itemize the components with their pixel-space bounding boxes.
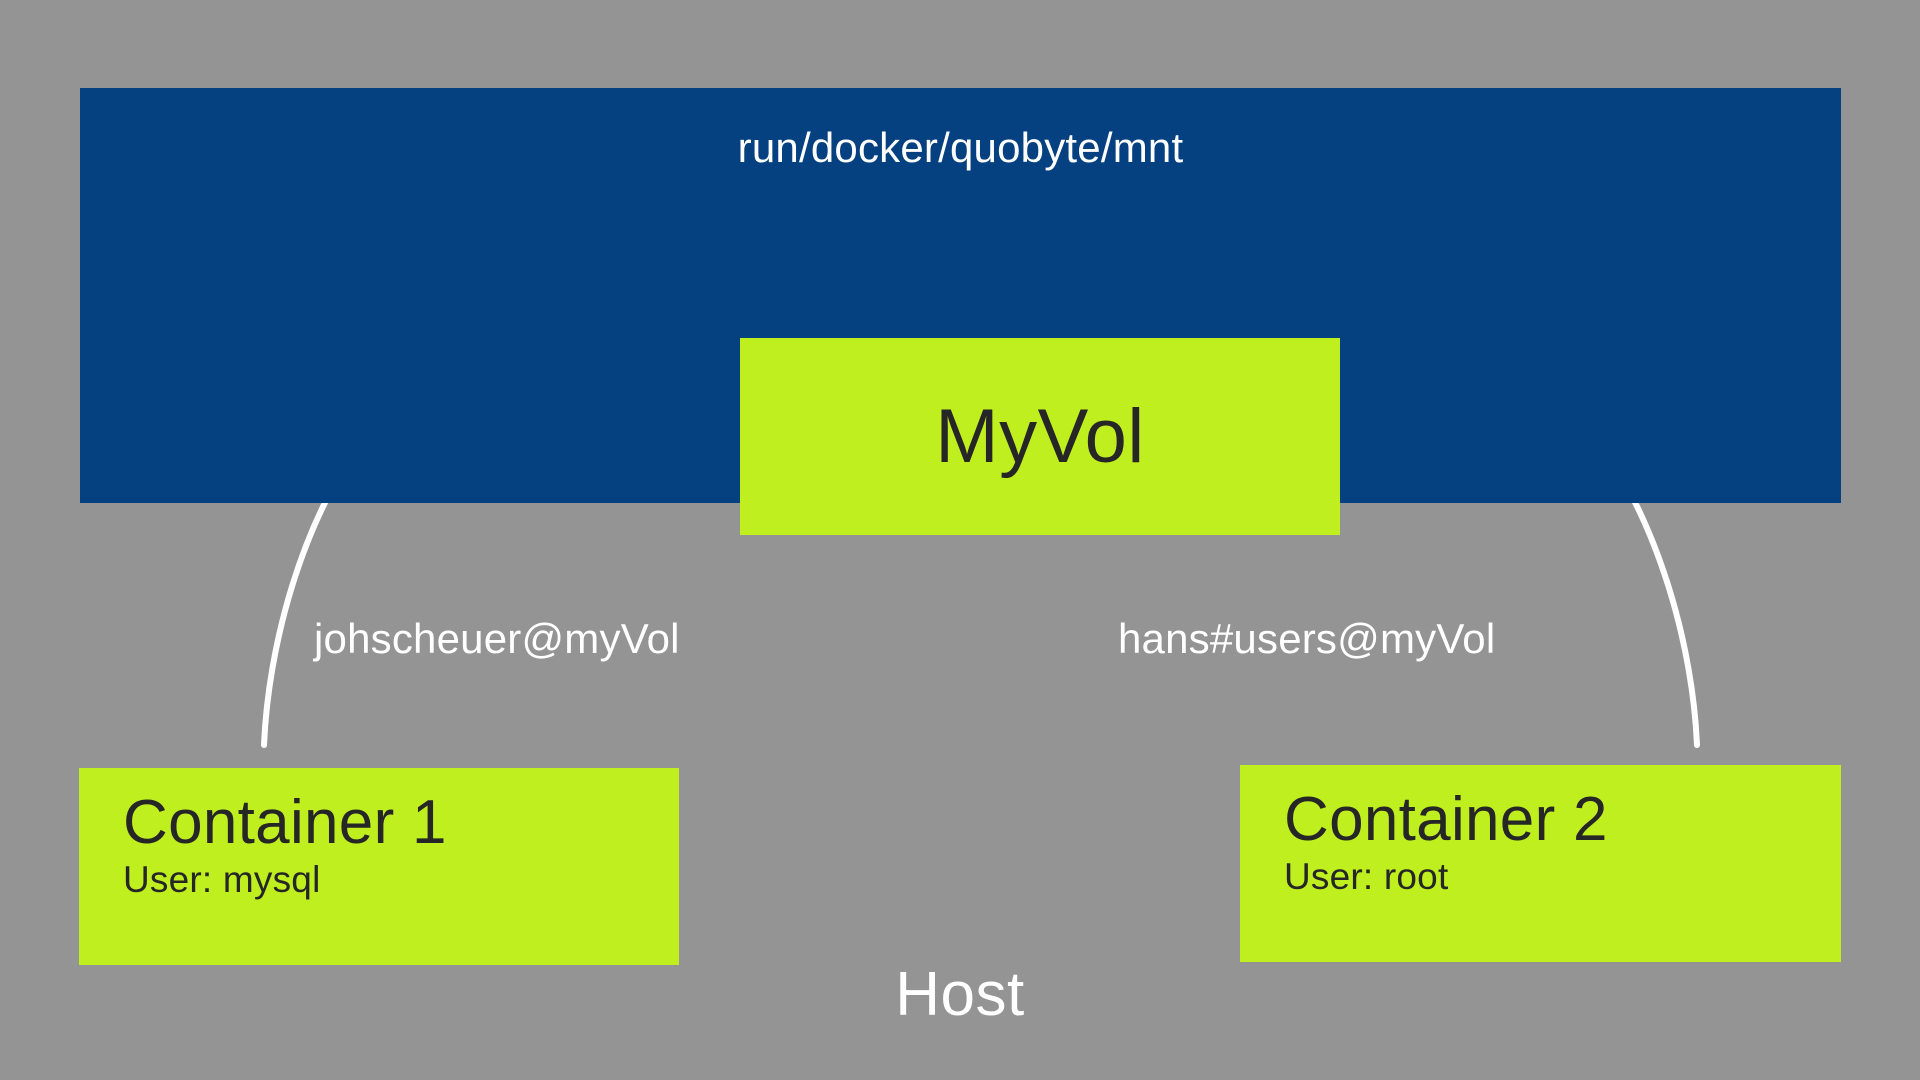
container-2-title: Container 2: [1284, 785, 1608, 854]
mount-path-label: run/docker/quobyte/mnt: [737, 124, 1184, 171]
arrow-label-container-2: hans#users@myVol: [1118, 615, 1496, 662]
volume-box[interactable]: MyVol: [740, 338, 1340, 535]
host-label: Host: [895, 960, 1025, 1029]
mount-region: run/docker/quobyte/mnt MyVol: [80, 88, 1841, 535]
container-box-1[interactable]: Container 1 User: mysql: [79, 768, 679, 965]
container-2-user: User: root: [1284, 855, 1449, 897]
container-box-2[interactable]: Container 2 User: root: [1240, 765, 1841, 962]
volume-label: MyVol: [935, 393, 1145, 479]
arrow-label-container-1: johscheuer@myVol: [314, 615, 680, 662]
container-1-title: Container 1: [123, 788, 447, 857]
container-1-user: User: mysql: [123, 858, 321, 900]
